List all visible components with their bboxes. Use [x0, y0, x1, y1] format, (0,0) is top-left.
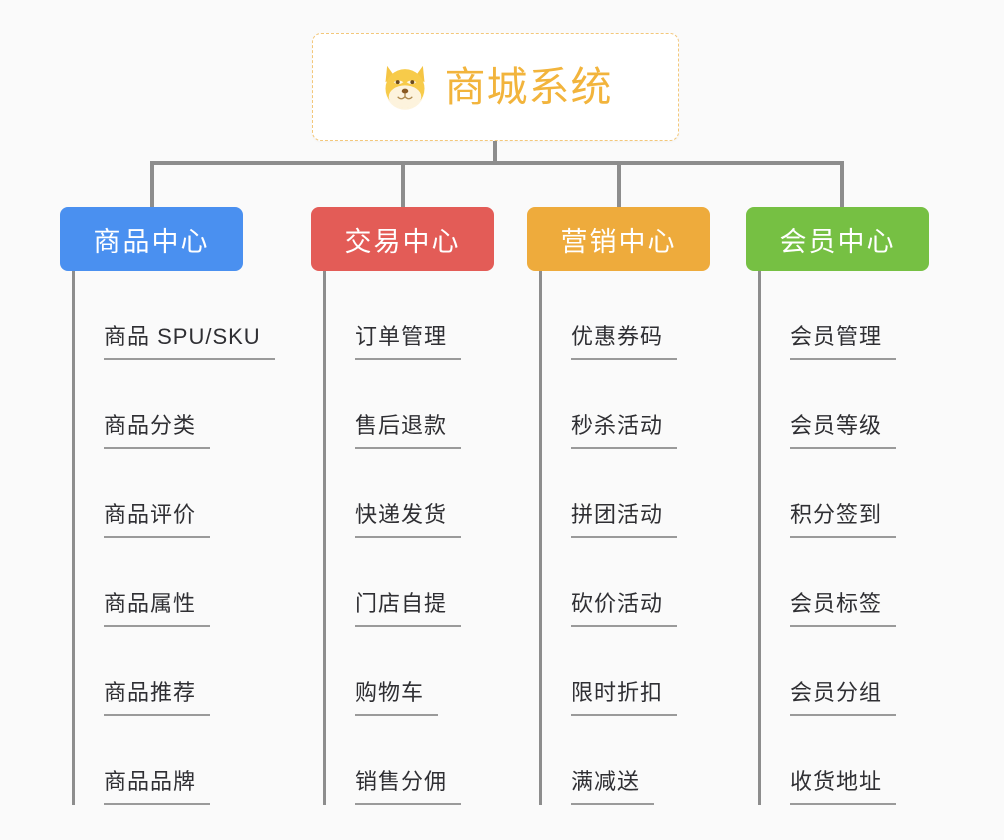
- list-item[interactable]: 商品推荐: [72, 627, 243, 716]
- list-item[interactable]: 拼团活动: [539, 449, 710, 538]
- subitem-label: 积分签到: [790, 497, 897, 538]
- category-header-3[interactable]: 营销中心: [527, 207, 710, 271]
- connector-spine-2: [323, 271, 326, 805]
- list-item[interactable]: 商品 SPU/SKU: [72, 271, 275, 360]
- list-item[interactable]: 收货地址: [758, 716, 929, 805]
- category-header-4-label: 会员中心: [779, 226, 896, 257]
- subitem-label: 砍价活动: [571, 586, 678, 627]
- list-item[interactable]: 商品属性: [72, 538, 243, 627]
- subitem-label: 拼团活动: [571, 497, 678, 538]
- subitem-label: 优惠券码: [571, 319, 678, 360]
- subitem-label: 会员分组: [790, 675, 897, 716]
- list-item[interactable]: 快递发货: [323, 449, 494, 538]
- root-node[interactable]: 商城系统: [312, 33, 679, 141]
- subitem-label: 会员管理: [790, 319, 897, 360]
- subitem-label: 收货地址: [790, 764, 897, 805]
- subitem-label: 会员标签: [790, 586, 897, 627]
- subitem-label: 销售分佣: [355, 764, 462, 805]
- category-header-1[interactable]: 商品中心: [60, 207, 243, 271]
- subitem-label: 快递发货: [355, 497, 462, 538]
- list-item[interactable]: 销售分佣: [323, 716, 494, 805]
- connector-root-stem: [493, 141, 497, 163]
- list-item[interactable]: 限时折扣: [539, 627, 710, 716]
- subitem-label: 售后退款: [355, 408, 462, 449]
- subitem-label: 商品评价: [104, 497, 211, 538]
- subitem-group-2: 订单管理 售后退款 快递发货 门店自提 购物车 销售分佣: [311, 271, 494, 805]
- category-column-4: 会员中心 会员管理 会员等级 积分签到 会员标签 会员分组 收货地址: [746, 207, 929, 805]
- list-item[interactable]: 会员分组: [758, 627, 929, 716]
- list-item[interactable]: 商品品牌: [72, 716, 243, 805]
- subitem-label: 满减送: [571, 764, 655, 805]
- category-column-1: 商品中心 商品 SPU/SKU 商品分类 商品评价 商品属性 商品推荐 商品品牌: [60, 207, 275, 805]
- category-header-3-label: 营销中心: [560, 226, 677, 257]
- list-item[interactable]: 优惠券码: [539, 271, 710, 360]
- subitem-label: 商品 SPU/SKU: [104, 319, 275, 360]
- subitem-label: 商品分类: [104, 408, 211, 449]
- list-item[interactable]: 门店自提: [323, 538, 494, 627]
- shiba-dog-face-icon: [385, 65, 424, 110]
- category-header-1-label: 商品中心: [93, 226, 210, 257]
- category-header-4[interactable]: 会员中心: [746, 207, 929, 271]
- connector-drop-1: [150, 161, 154, 207]
- list-item[interactable]: 砍价活动: [539, 538, 710, 627]
- subitem-group-1: 商品 SPU/SKU 商品分类 商品评价 商品属性 商品推荐 商品品牌: [60, 271, 275, 805]
- category-header-2[interactable]: 交易中心: [311, 207, 494, 271]
- list-item[interactable]: 商品评价: [72, 449, 243, 538]
- list-item[interactable]: 会员管理: [758, 271, 929, 360]
- category-header-2-label: 交易中心: [344, 226, 461, 257]
- list-item[interactable]: 会员等级: [758, 360, 929, 449]
- list-item[interactable]: 购物车: [323, 627, 494, 716]
- subitem-label: 商品推荐: [104, 675, 211, 716]
- subitem-group-3: 优惠券码 秒杀活动 拼团活动 砍价活动 限时折扣 满减送: [527, 271, 710, 805]
- connector-drop-4: [840, 161, 844, 207]
- connector-horizontal-bus: [150, 161, 844, 165]
- root-title: 商城系统: [444, 63, 613, 110]
- subitem-label: 商品属性: [104, 586, 211, 627]
- subitem-label: 订单管理: [355, 319, 462, 360]
- connector-drop-2: [401, 161, 405, 207]
- list-item[interactable]: 售后退款: [323, 360, 494, 449]
- list-item[interactable]: 会员标签: [758, 538, 929, 627]
- subitem-label: 秒杀活动: [571, 408, 678, 449]
- list-item[interactable]: 订单管理: [323, 271, 494, 360]
- list-item[interactable]: 秒杀活动: [539, 360, 710, 449]
- connector-spine-4: [758, 271, 761, 805]
- list-item[interactable]: 积分签到: [758, 449, 929, 538]
- category-column-2: 交易中心 订单管理 售后退款 快递发货 门店自提 购物车 销售分佣: [311, 207, 494, 805]
- subitem-group-4: 会员管理 会员等级 积分签到 会员标签 会员分组 收货地址: [746, 271, 929, 805]
- category-column-3: 营销中心 优惠券码 秒杀活动 拼团活动 砍价活动 限时折扣 满减送: [527, 207, 710, 805]
- subitem-label: 商品品牌: [104, 764, 211, 805]
- list-item[interactable]: 商品分类: [72, 360, 243, 449]
- subitem-label: 购物车: [355, 675, 439, 716]
- connector-drop-3: [617, 161, 621, 207]
- subitem-label: 会员等级: [790, 408, 897, 449]
- subitem-label: 门店自提: [355, 586, 462, 627]
- connector-spine-1: [72, 271, 75, 805]
- subitem-label: 限时折扣: [571, 675, 678, 716]
- connector-spine-3: [539, 271, 542, 805]
- list-item[interactable]: 满减送: [539, 716, 710, 805]
